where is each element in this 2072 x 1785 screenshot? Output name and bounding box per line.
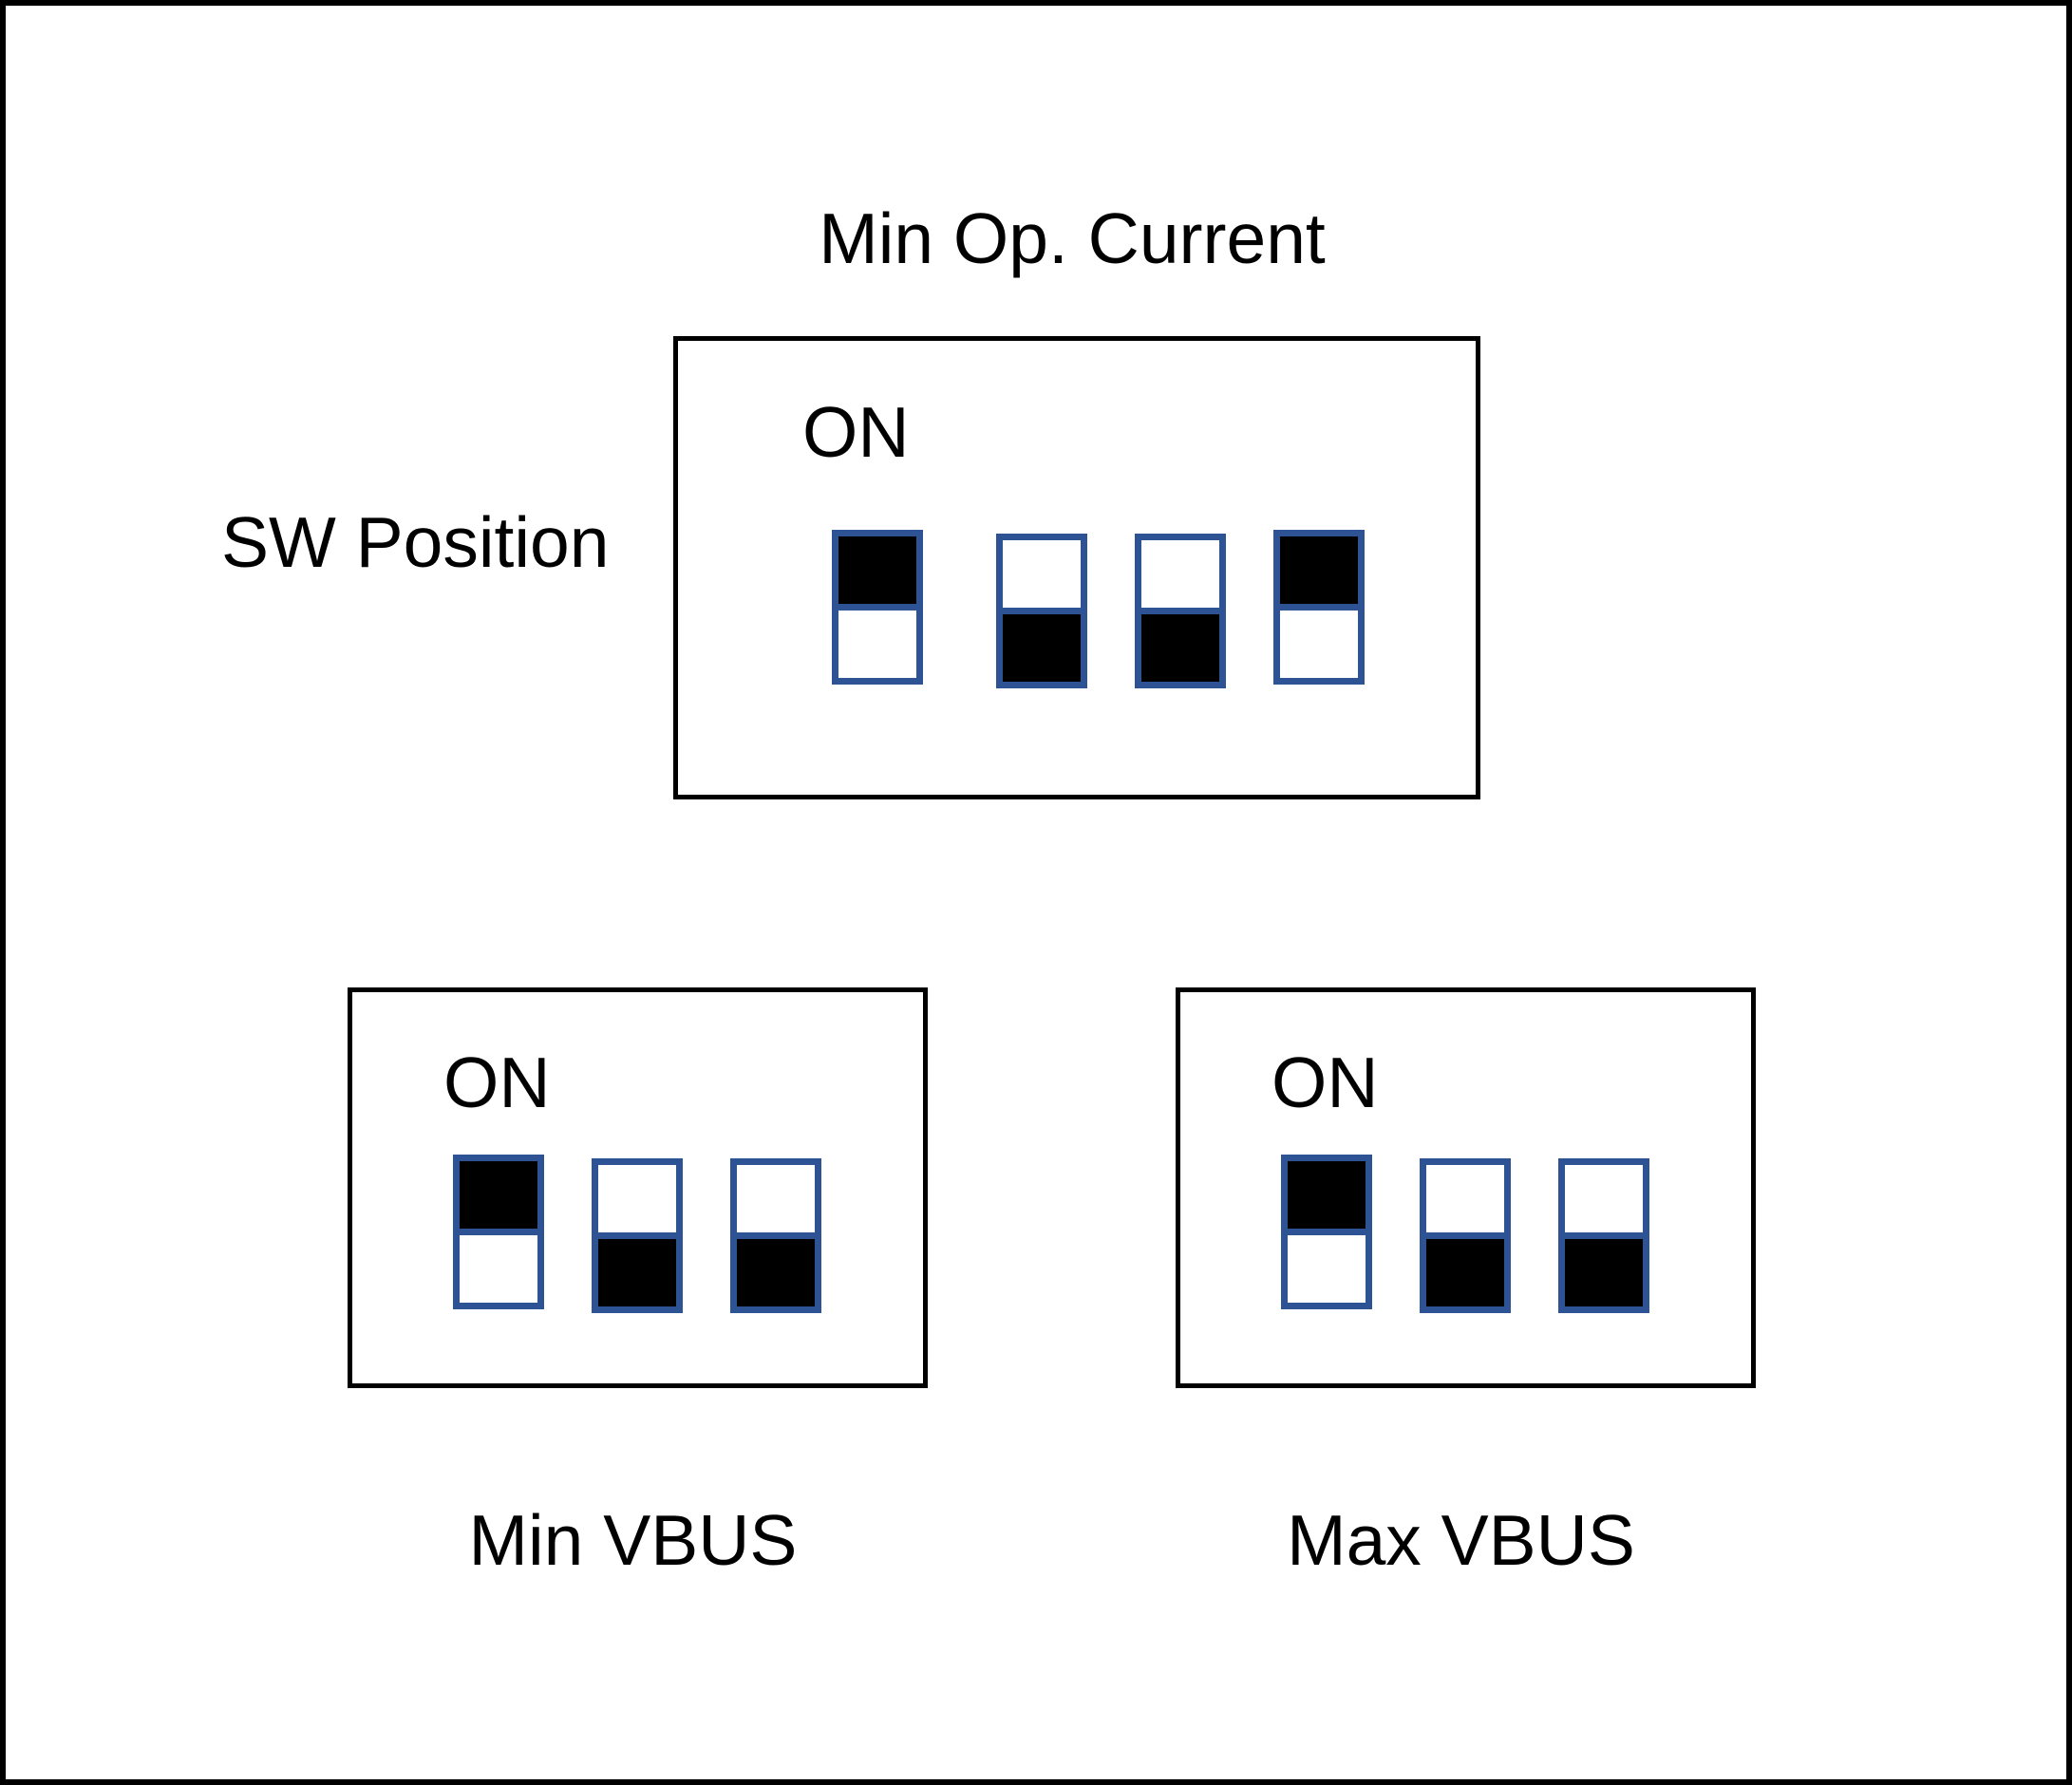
dip-switch-4-on bbox=[1273, 530, 1365, 685]
switch-bottom-cell bbox=[1273, 604, 1365, 685]
switch-top-cell-filled bbox=[453, 1155, 544, 1235]
dip-switch-3-off bbox=[1558, 1158, 1649, 1313]
panel-min-vbus: ON bbox=[348, 987, 928, 1388]
switch-bottom-cell-filled bbox=[730, 1232, 821, 1313]
panel-caption-min-op-current: Min Op. Current bbox=[819, 198, 1326, 278]
dip-switch-1-on bbox=[1281, 1155, 1372, 1309]
switch-top-cell bbox=[1558, 1158, 1649, 1239]
dip-switch-2-off bbox=[1420, 1158, 1511, 1313]
switch-top-cell-filled bbox=[1273, 530, 1365, 611]
on-label: ON bbox=[1271, 1043, 1379, 1122]
switch-row-min-op-current bbox=[832, 530, 1365, 688]
sw-position-label: SW Position bbox=[221, 502, 610, 582]
switch-top-cell bbox=[730, 1158, 821, 1239]
switch-bottom-cell bbox=[1281, 1229, 1372, 1309]
switch-bottom-cell-filled bbox=[1558, 1232, 1649, 1313]
dip-switch-2-off bbox=[996, 534, 1087, 688]
dip-switch-1-on bbox=[832, 530, 923, 685]
switch-top-cell bbox=[996, 534, 1087, 614]
switch-row-min-vbus bbox=[453, 1155, 821, 1313]
panel-max-vbus: ON bbox=[1176, 987, 1756, 1388]
switch-bottom-cell bbox=[453, 1229, 544, 1309]
dip-switch-1-on bbox=[453, 1155, 544, 1309]
switch-top-cell-filled bbox=[1281, 1155, 1372, 1235]
panel-caption-max-vbus: Max VBUS bbox=[1287, 1500, 1635, 1580]
panel-min-op-current: ON bbox=[673, 336, 1480, 799]
switch-top-cell bbox=[592, 1158, 683, 1239]
dip-switch-2-off bbox=[592, 1158, 683, 1313]
switch-bottom-cell-filled bbox=[996, 608, 1087, 688]
dip-switch-3-off bbox=[730, 1158, 821, 1313]
switch-bottom-cell bbox=[832, 604, 923, 685]
switch-bottom-cell-filled bbox=[1420, 1232, 1511, 1313]
switch-row-max-vbus bbox=[1281, 1155, 1649, 1313]
switch-bottom-cell-filled bbox=[1135, 608, 1226, 688]
on-label: ON bbox=[802, 392, 910, 472]
switch-top-cell-filled bbox=[832, 530, 923, 611]
switch-bottom-cell-filled bbox=[592, 1232, 683, 1313]
dip-switch-3-off bbox=[1135, 534, 1226, 688]
panel-caption-min-vbus: Min VBUS bbox=[468, 1500, 798, 1580]
switch-top-cell bbox=[1135, 534, 1226, 614]
on-label: ON bbox=[443, 1043, 551, 1122]
switch-top-cell bbox=[1420, 1158, 1511, 1239]
